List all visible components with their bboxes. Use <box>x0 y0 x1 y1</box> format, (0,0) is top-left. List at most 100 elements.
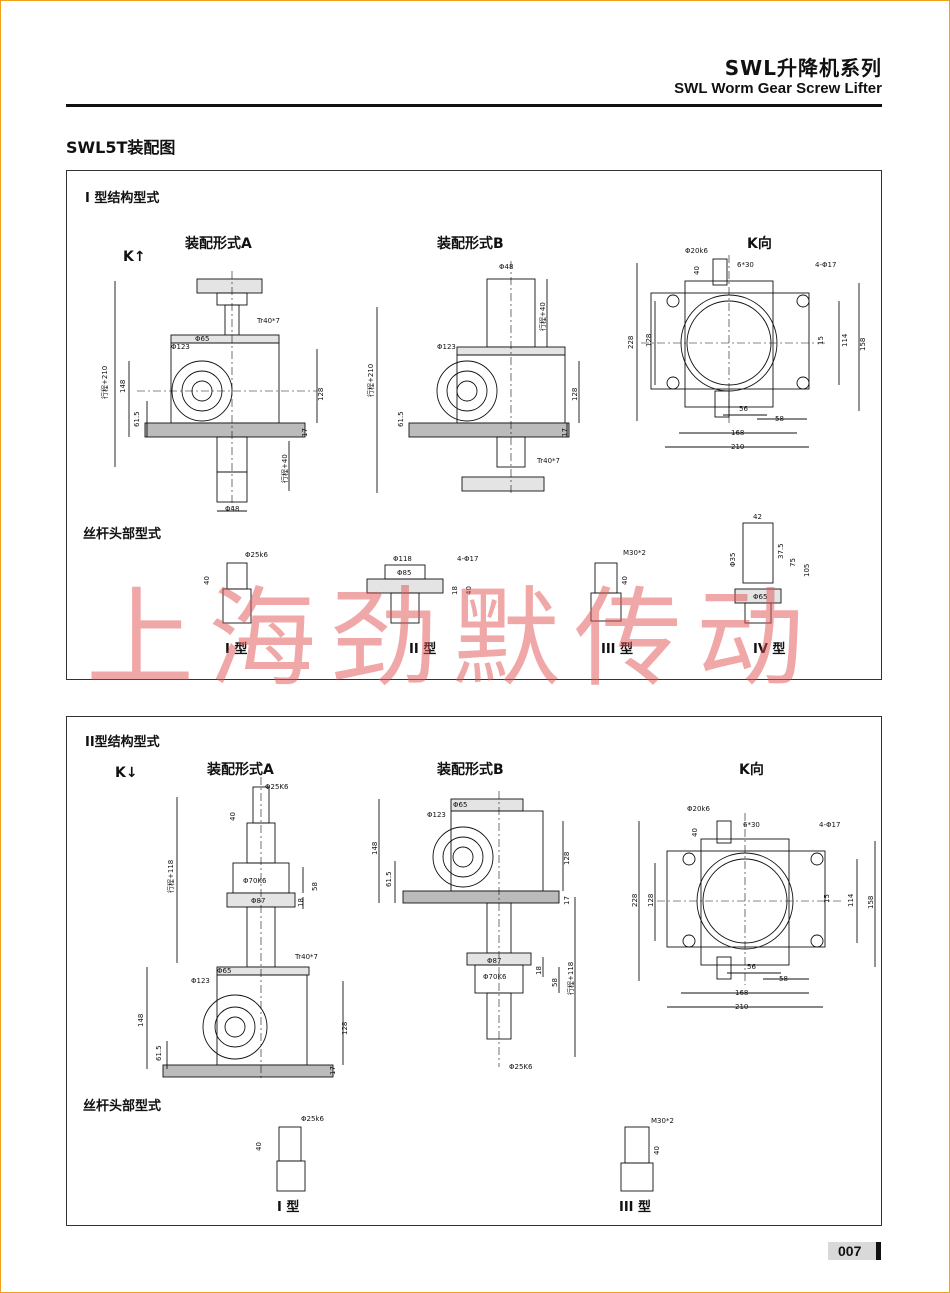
dim-k8: 114 <box>841 333 849 347</box>
dim-h14: 105 <box>803 564 811 577</box>
dim-h4: Φ85 <box>397 569 411 577</box>
dim-a10: Φ48 <box>225 505 239 513</box>
header-rule <box>66 104 882 107</box>
dim-a9: 行程+40 <box>280 454 289 483</box>
panel1-type-1: I 型 <box>225 641 247 657</box>
dim-h2: 40 <box>203 576 211 585</box>
dim-h13: 75 <box>789 558 797 567</box>
panel2-type-1: I 型 <box>277 1199 299 1215</box>
header-title-cn: SWL升降机系列 <box>724 56 882 80</box>
panel2-title: II型结构型式 <box>85 735 160 750</box>
dim-2b6: 17 <box>563 896 571 905</box>
panel1-view-k-title: K向 <box>747 236 772 252</box>
dim-2b11: 行程+118 <box>566 962 575 995</box>
dim-h1: Φ25k6 <box>245 551 268 559</box>
dim-2a12: 61.5 <box>155 1045 163 1061</box>
dim-2a2: 40 <box>229 812 237 821</box>
panel1-head-drawings: Φ25k6 40 Φ118 Φ85 4-Φ17 18 40 M30*2 40 4… <box>203 513 811 657</box>
dim-2a6: 18 <box>297 898 305 907</box>
dim-k5: 228 <box>627 336 635 349</box>
dim-2a7: 行程+118 <box>166 860 175 893</box>
dim-h11: Φ35 <box>729 553 737 567</box>
dim-2k11: 58 <box>779 975 788 983</box>
dim-k6: 128 <box>645 334 653 347</box>
dim-a8: 17 <box>301 428 309 437</box>
dim-2a14: 17 <box>329 1066 337 1075</box>
dim-h5: 4-Φ17 <box>457 555 478 563</box>
dim-2b5: 128 <box>563 852 571 865</box>
dim-h9: 40 <box>621 576 629 585</box>
panel-type-1: I 型结构型式 装配形式A 装配形式B K向 K↑ 丝杆头部型式 Tr40 <box>66 170 882 680</box>
dim-b2: 行程+40 <box>538 302 547 331</box>
dim-2k7: 15 <box>823 894 831 903</box>
dim-2a9: Φ65 <box>217 967 231 975</box>
dim-2h2: 40 <box>255 1142 263 1151</box>
dim-k11: 58 <box>775 415 784 423</box>
page-number-bar <box>876 1242 881 1260</box>
dim-h12: 37.5 <box>777 543 785 559</box>
dim-h10: 42 <box>753 513 762 521</box>
dim-2a10: Φ123 <box>191 977 210 985</box>
dim-a1: Tr40*7 <box>256 317 280 325</box>
panel1-view-a-drawing: Tr40*7 Φ65 Φ123 行程+210 148 61.5 128 17 行… <box>100 271 325 513</box>
dim-k13: 210 <box>731 443 744 451</box>
panel1-title: I 型结构型式 <box>85 191 160 206</box>
dim-2b9: 18 <box>535 966 543 975</box>
dim-2a11: 148 <box>137 1014 145 1027</box>
panel1-view-k-drawing: Φ20k6 6*30 4-Φ17 40 228 128 15 114 158 5… <box>627 247 867 451</box>
dim-a3: Φ123 <box>171 343 190 351</box>
panel1-type-4: IV 型 <box>753 641 785 657</box>
dim-k3: 4-Φ17 <box>815 261 836 269</box>
dim-2a8: Tr40*7 <box>294 953 318 961</box>
panel2-view-a-drawing: Φ25K6 40 Φ70K6 58 Φ87 18 行程+118 Tr40*7 Φ… <box>137 777 349 1081</box>
dim-k4: 40 <box>693 266 701 275</box>
panel-type-2: II型结构型式 装配形式A 装配形式B K向 K↓ 丝杆头部型式 Φ25K6 <box>66 716 882 1226</box>
section-title: SWL5T装配图 <box>66 138 176 157</box>
dim-2k12: 168 <box>735 989 748 997</box>
dim-2b4: 61.5 <box>385 871 393 887</box>
panel1-k-arrow: K↑ <box>123 249 146 265</box>
panel1-view-b-title: 装配形式B <box>437 236 504 252</box>
dim-b5: 61.5 <box>397 411 405 427</box>
dim-k7: 15 <box>817 336 825 345</box>
dim-2a3: Φ70K6 <box>243 877 267 885</box>
panel1-view-b-drawing: Φ48 行程+40 Φ123 行程+210 61.5 128 17 Tr40*7 <box>366 261 580 493</box>
panel1-type-2: II 型 <box>409 641 436 657</box>
dim-2k5: 228 <box>631 894 639 907</box>
dim-2a1: Φ25K6 <box>265 783 289 791</box>
panel2-view-a-title: 装配形式A <box>207 762 274 778</box>
dim-2k10: 56 <box>747 963 756 971</box>
dim-a4: 行程+210 <box>100 366 109 399</box>
dim-h8: M30*2 <box>623 549 646 557</box>
dim-a7: 128 <box>317 388 325 401</box>
panel2-view-k-title: K向 <box>739 762 764 778</box>
dim-2a13: 128 <box>341 1022 349 1035</box>
panel2-head-title: 丝杆头部型式 <box>83 1099 162 1114</box>
dim-b8: Tr40*7 <box>536 457 560 465</box>
dim-2h1: Φ25k6 <box>301 1115 324 1123</box>
watermark-text: 上海劲默传动 <box>86 577 819 702</box>
dim-2k6: 128 <box>647 894 655 907</box>
dim-h6: 18 <box>451 586 459 595</box>
dim-2k3: 4-Φ17 <box>819 821 840 829</box>
dim-2k2: 6*30 <box>743 821 760 829</box>
dim-2h4: 40 <box>653 1146 661 1155</box>
dim-b1: Φ48 <box>499 263 513 271</box>
dim-k12: 168 <box>731 429 744 437</box>
dim-h3: Φ118 <box>393 555 412 563</box>
dim-2k1: Φ20k6 <box>687 805 710 813</box>
page-number-box <box>828 1242 878 1260</box>
panel1-drawing: Tr40*7 Φ65 Φ123 行程+210 148 61.5 128 17 行… <box>100 247 867 657</box>
page-number: 007 <box>838 1243 862 1259</box>
dim-2k4: 40 <box>691 828 699 837</box>
panel2-k-arrow: K↓ <box>115 765 138 781</box>
dim-2b1: Φ65 <box>453 801 467 809</box>
dim-b7: 17 <box>561 428 569 437</box>
dim-b4: 行程+210 <box>366 364 375 397</box>
header-title-en: SWL Worm Gear Screw Lifter <box>674 80 882 97</box>
dim-2a4: 58 <box>311 882 319 891</box>
dim-b6: 128 <box>571 388 579 401</box>
dim-2b7: Φ87 <box>487 957 501 965</box>
panel1-view-a-title: 装配形式A <box>185 236 252 252</box>
dim-2k8: 114 <box>847 893 855 907</box>
